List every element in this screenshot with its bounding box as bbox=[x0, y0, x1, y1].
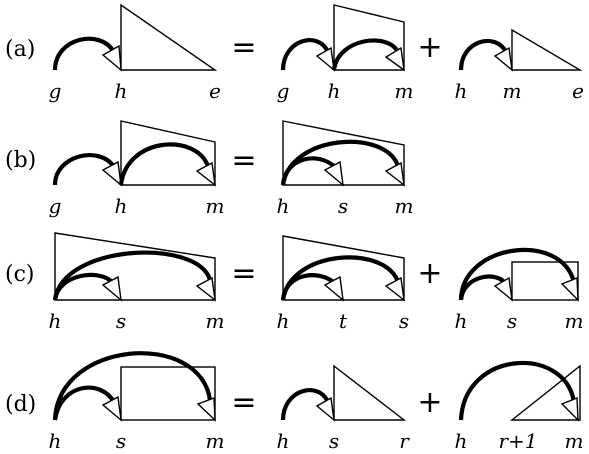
plus-sign: + bbox=[417, 30, 442, 65]
row-label-b: (b) bbox=[5, 148, 36, 173]
arrow-head bbox=[101, 395, 122, 422]
arc-edge bbox=[118, 142, 210, 186]
var-label: t bbox=[339, 309, 348, 333]
var-label: m bbox=[206, 194, 225, 218]
plus-sign: + bbox=[417, 385, 442, 420]
row-a: (a) g h e = g h m + h bbox=[5, 3, 584, 103]
var-label: h bbox=[115, 194, 128, 218]
var-label: m bbox=[503, 79, 522, 103]
row-c-rhs-1: h t s bbox=[277, 235, 409, 333]
arc-edge bbox=[52, 351, 213, 421]
arrow-head bbox=[195, 161, 216, 187]
var-label: h bbox=[49, 309, 62, 333]
var-label: h bbox=[277, 309, 290, 333]
row-d: (d) h s m = h s r + h bbox=[5, 351, 584, 453]
var-label: s bbox=[507, 309, 517, 333]
equals-sign: = bbox=[231, 30, 256, 65]
var-label: g bbox=[277, 79, 290, 103]
var-label: s bbox=[116, 309, 126, 333]
row-b-rhs: h s m bbox=[277, 120, 414, 218]
var-label: m bbox=[565, 429, 584, 453]
var-label: h bbox=[115, 79, 128, 103]
triangle-span bbox=[333, 364, 407, 421]
var-label: g bbox=[49, 79, 62, 103]
arrow-head bbox=[384, 161, 405, 187]
arc-edge bbox=[52, 250, 213, 301]
arrow-head bbox=[101, 44, 122, 72]
row-d-rhs-1: h s r bbox=[277, 364, 410, 453]
var-label: s bbox=[338, 194, 348, 218]
row-label-d: (d) bbox=[5, 392, 36, 417]
var-label: m bbox=[395, 194, 414, 218]
var-label: h bbox=[49, 429, 62, 453]
row-d-rhs-2: h r+1 m bbox=[455, 360, 584, 453]
var-label: e bbox=[209, 79, 221, 103]
row-c-lhs: h s m bbox=[49, 232, 225, 333]
row-c: (c) h s m = h t s + bbox=[5, 232, 584, 333]
arrow-head bbox=[493, 46, 513, 72]
triangle-span bbox=[120, 3, 218, 71]
var-label: e bbox=[572, 79, 584, 103]
var-label: h bbox=[455, 79, 468, 103]
var-label: m bbox=[206, 309, 225, 333]
var-label: m bbox=[395, 79, 414, 103]
arrow-head bbox=[195, 276, 216, 302]
var-label: h bbox=[277, 429, 290, 453]
arc-edge bbox=[280, 38, 330, 71]
row-b: (b) g h m = h s m bbox=[5, 120, 414, 218]
arc-edge bbox=[52, 153, 116, 186]
var-label: h bbox=[455, 429, 468, 453]
arc-edge bbox=[458, 247, 577, 301]
arrow-head bbox=[101, 275, 122, 302]
arrow-head bbox=[384, 276, 405, 302]
equals-sign: = bbox=[231, 256, 256, 291]
arrow-head bbox=[384, 46, 405, 72]
arrow-head bbox=[101, 160, 122, 187]
arrow-head bbox=[560, 276, 579, 302]
arc-edge bbox=[52, 385, 116, 421]
row-label-a: (a) bbox=[5, 37, 35, 62]
var-label: m bbox=[565, 309, 584, 333]
arrow-head bbox=[323, 275, 344, 302]
arc-edge bbox=[280, 273, 338, 301]
row-c-rhs-2: h s m bbox=[455, 247, 584, 333]
arc-edge bbox=[280, 388, 330, 421]
arrow-head bbox=[315, 46, 335, 72]
arc-edge bbox=[52, 272, 115, 301]
var-label: s bbox=[399, 309, 409, 333]
arrow-head bbox=[196, 397, 216, 422]
equals-sign: = bbox=[231, 385, 256, 420]
row-b-lhs: g h m bbox=[49, 120, 225, 218]
var-label: s bbox=[116, 429, 126, 453]
row-label-c: (c) bbox=[5, 262, 35, 287]
row-a-lhs: g h e bbox=[49, 3, 221, 103]
triangle-span bbox=[511, 28, 583, 71]
arc-edge bbox=[52, 36, 116, 71]
arrow-head bbox=[315, 396, 335, 422]
arrow-head bbox=[323, 160, 344, 187]
arc-edge bbox=[280, 156, 338, 186]
var-label: s bbox=[329, 429, 339, 453]
arc-edge bbox=[458, 38, 508, 71]
arrow-head bbox=[493, 276, 513, 302]
equals-sign: = bbox=[231, 143, 256, 178]
var-label: h bbox=[455, 309, 468, 333]
var-label: m bbox=[206, 429, 225, 453]
arc-edge bbox=[458, 274, 508, 301]
plus-sign: + bbox=[417, 256, 442, 291]
arc-edge bbox=[458, 360, 577, 421]
row-d-lhs: h s m bbox=[49, 351, 225, 453]
arrow-head bbox=[560, 396, 579, 422]
arc-edge bbox=[331, 38, 400, 71]
var-label: r+1 bbox=[498, 429, 537, 453]
var-label: h bbox=[277, 194, 290, 218]
var-label: r bbox=[399, 429, 410, 453]
row-a-rhs-2: h m e bbox=[455, 28, 584, 103]
var-label: g bbox=[49, 194, 62, 218]
row-a-rhs-1: g h m bbox=[277, 4, 414, 103]
var-label: h bbox=[328, 79, 341, 103]
